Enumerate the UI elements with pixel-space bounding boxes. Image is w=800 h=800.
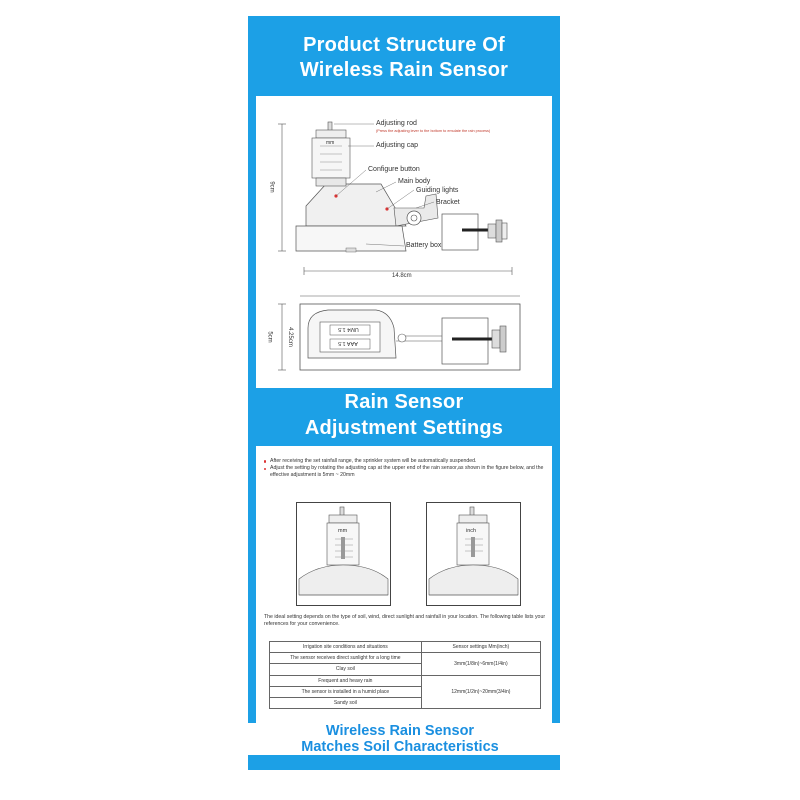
structure-heading-line1: Product Structure Of [303, 34, 505, 56]
structure-heading: Product Structure Of Wireless Rain Senso… [248, 33, 560, 83]
table-row: Sandy soil [269, 696, 541, 710]
table-cell-condition: The sensor is installed in a humid place [269, 685, 422, 698]
table-header-conditions: Irrigation site conditions and situation… [269, 640, 422, 654]
poster-background: Product Structure Of Wireless Rain Senso… [248, 16, 560, 770]
label-configure-button: Configure button [368, 166, 420, 173]
table-cell-setting-low: 3mm(1/8in)~6mm(1/4in) [420, 652, 542, 676]
table-cell-condition: Frequent and heavy rain [269, 674, 422, 687]
table-header-settings: Sensor settings Mm(inch) [420, 640, 542, 654]
footer-line2: Matches Soil Characteristics [301, 739, 499, 755]
table-cell-condition: The sensor receives direct sunlight for … [269, 652, 422, 665]
inch-scale-figure: inch [426, 502, 521, 606]
label-main-body: Main body [398, 178, 431, 185]
inch-scale-label: inch [466, 528, 477, 534]
sensor-settings-table: Irrigation site conditions and situation… [269, 640, 542, 710]
table-cell-condition: Sandy soil [269, 696, 422, 710]
sensor-structure-diagram [278, 121, 521, 371]
adjustment-heading-line2: Adjustment Settings [304, 417, 504, 439]
mm-scale-drawing [298, 506, 389, 596]
label-guiding-lights: Guiding lights [416, 187, 459, 194]
adjustment-heading: Rain Sensor Adjustment Settings [248, 389, 560, 441]
adjustment-panel: After receiving the set rainfall range, … [256, 446, 552, 735]
structure-heading-line2: Wireless Rain Sensor [299, 59, 509, 81]
inch-scale-drawing [428, 506, 519, 596]
structure-panel: Adjusting rod (Press the adjusting lever… [256, 96, 552, 388]
label-bracket: Bracket [436, 199, 460, 206]
table-cell-setting-high: 12mm(1/2in)~20mm(3/4in) [420, 674, 542, 710]
adjustment-instructions: After receiving the set rainfall range, … [264, 458, 544, 480]
table-header-row: Irrigation site conditions and situation… [269, 640, 542, 654]
structure-scale-unit: mm [326, 140, 335, 146]
settings-intro-paragraph: The ideal setting depends on the type of… [264, 614, 546, 627]
instruction-bullet-1: After receiving the set rainfall range, … [264, 458, 544, 465]
mm-scale-label: mm [338, 528, 348, 534]
adjustment-heading-line1: Rain Sensor [344, 391, 464, 413]
label-adjusting-cap: Adjusting cap [376, 142, 419, 149]
label-battery-box: Battery box [406, 242, 442, 249]
mm-scale-figure: mm [296, 502, 391, 606]
battery-label-bottom: AAA 1.5 [338, 340, 358, 346]
label-adjusting-rod-note: (Press the adjusting lever to the bottom… [376, 129, 491, 133]
label-adjusting-rod: Adjusting rod [376, 120, 417, 127]
footer-line1: Wireless Rain Sensor [325, 723, 475, 739]
dimension-height: 9cm [268, 181, 275, 193]
instruction-bullet-2: Adjust the setting by rotating the adjus… [264, 465, 544, 479]
table-row: The sensor receives direct sunlight for … [269, 652, 542, 676]
battery-label-top: UM4 1.5 [338, 326, 359, 332]
table-cell-condition: Clay soil [269, 663, 422, 676]
dimension-depth-outer: 5cm [266, 331, 273, 343]
footer-caption: Wireless Rain Sensor Matches Soil Charac… [0, 723, 800, 755]
dimension-depth-inner: 4.25cm [286, 327, 293, 347]
dimension-width: 14.8cm [392, 273, 412, 279]
table-row: Frequent and heavy rain 12mm(1/2in)~20mm… [269, 674, 542, 710]
